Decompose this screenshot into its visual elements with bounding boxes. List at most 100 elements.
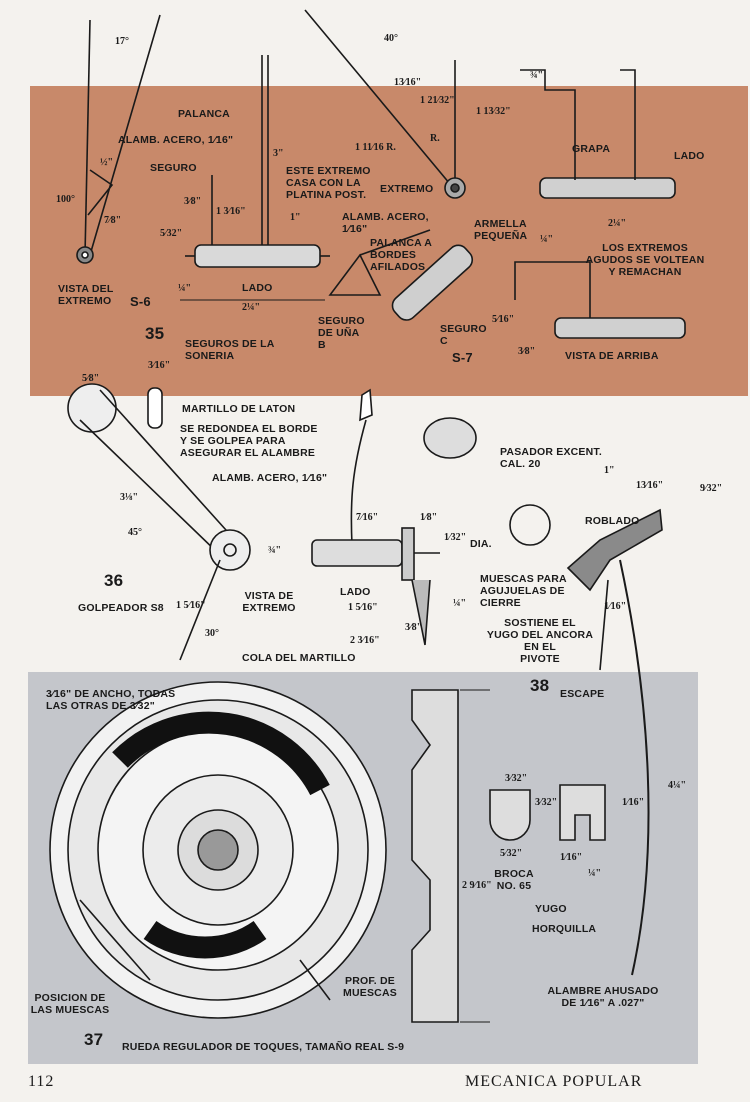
- fig36-muescas: MUESCAS PARA AGUJUELAS DE CIERRE: [480, 573, 567, 609]
- fig35-dim-1-3-16: 1 3⁄16": [216, 206, 246, 217]
- fig37-prof: PROF. DE MUESCAS: [343, 975, 397, 999]
- fig35-dim-half: ½": [100, 157, 114, 168]
- fig36-dim-5-8: 5⁄8": [82, 373, 100, 384]
- fig35-dim-40: 40°: [384, 33, 398, 44]
- fig35-dim-100: 100°: [56, 194, 75, 205]
- fig35-dim-3-4: ¾": [530, 70, 544, 81]
- s7-side-rod: [539, 177, 676, 199]
- fig36-lado: LADO: [340, 586, 371, 598]
- fig35-seguro-c: SEGURO C: [440, 323, 487, 347]
- fig35-dim-1-21-32: 1 21⁄32": [420, 95, 455, 106]
- fig36-dim-7-16: 7⁄16": [356, 512, 379, 523]
- fig38-dim-quarter: ¼": [588, 868, 602, 879]
- fig35-number: 35: [145, 324, 165, 343]
- fig35-seguro-una: SEGURO DE UÑA B: [318, 315, 365, 351]
- fig35-armella: ARMELLA PEQUEÑA: [474, 218, 528, 242]
- fig36-vista-extremo: VISTA DE EXTREMO: [242, 590, 296, 614]
- fig35-palanca-a: PALANCA A BORDES AFILADOS: [370, 237, 433, 273]
- fig38-alambre: ALAMBRE AHUSADO DE 1⁄16" A .027": [547, 985, 659, 1009]
- fig38-broca: BROCA NO. 65: [494, 868, 534, 892]
- fig36-number: 36: [104, 571, 124, 590]
- fig36-alamb: ALAMB. ACERO, 1⁄16": [212, 472, 328, 484]
- fig36-dim-1-32: 1⁄32": [444, 532, 467, 543]
- fig36-dim-1-5-16: 1 5⁄16": [176, 600, 206, 611]
- fig35-dim-13-16: 13⁄16": [394, 77, 422, 88]
- fig36-sostiene: SOSTIENE EL YUGO DEL ANCORA EN EL PIVOTE: [486, 617, 594, 665]
- fig36-dim-45: 45°: [128, 527, 142, 538]
- fig35-dim-5-16: 5⁄16": [492, 314, 515, 325]
- fig36-caption: GOLPEADOR S8: [78, 602, 164, 614]
- fig35-extremos-agudos: LOS EXTREMOS AGUDOS SE VOLTEAN Y REMACHA…: [585, 242, 705, 278]
- fig36-martillo: MARTILLO DE LATON: [182, 403, 296, 415]
- fig35-este-extremo: ESTE EXTREMO CASA CON LA PLATINA POST.: [286, 165, 371, 201]
- s6-side-rod: [194, 244, 321, 268]
- fig38-number: 38: [530, 676, 550, 695]
- s6-end-view-wire: [84, 19, 91, 256]
- hammer-head-circle: [67, 383, 117, 433]
- fig38-dim-5-32: 5⁄32": [500, 848, 523, 859]
- fig36-redondea: SE REDONDEA EL BORDE Y SE GOLPEA PARA AS…: [180, 423, 318, 459]
- fig37-posicion: POSICION DE LAS MUESCAS: [30, 992, 110, 1016]
- fig36-dim-1-8: 1⁄8": [420, 512, 438, 523]
- fig35-dim-5-32: 5⁄32": [160, 228, 183, 239]
- fig35-extremo: EXTREMO: [380, 183, 434, 195]
- fig35-grapa: GRAPA: [572, 143, 611, 155]
- fig38-dim-4-quarter: 4¼": [668, 780, 687, 791]
- fig35-alamb-acero: ALAMB. ACERO, 1⁄16": [118, 134, 234, 146]
- fig35-dim-3-8: 3⁄8": [184, 196, 202, 207]
- fig38-caption: ESCAPE: [560, 688, 605, 700]
- magazine-title: MECANICA POPULAR: [465, 1073, 643, 1090]
- fig35-lado2: LADO: [674, 150, 705, 162]
- fig35-dim-17: 17°: [115, 36, 129, 47]
- fig36-dim-3-4: ¾": [268, 545, 282, 556]
- fig36-dim-30: 30°: [205, 628, 219, 639]
- fig35-dim-1-11-16-r: 1 11⁄16 R.: [355, 142, 396, 153]
- fig38-dim-3-32b: 3⁄32": [535, 797, 558, 808]
- fig35-dim-7-8: 7⁄8": [104, 215, 122, 226]
- fig36-dim-9-32: 9⁄32": [700, 483, 723, 494]
- fig35-dim-r: R.: [430, 133, 440, 144]
- fig35-dim-1: 1": [290, 212, 301, 223]
- fig37-ancho: 3⁄16" DE ANCHO, TODAS LAS OTRAS DE 3⁄32": [46, 688, 176, 712]
- fig35-vista-arriba: VISTA DE ARRIBA: [565, 350, 659, 362]
- page-number: 112: [28, 1073, 55, 1090]
- fig36-dim-3-16: 3⁄16": [148, 360, 171, 371]
- fig37-number: 37: [84, 1030, 104, 1049]
- fig38-horquilla: HORQUILLA: [532, 923, 597, 935]
- fig36-dim-1: 1": [604, 465, 615, 476]
- fig35-seguro: SEGURO: [150, 162, 197, 174]
- fig36-dim-1-5-16b: 1 5⁄16": [348, 602, 378, 613]
- fig35-palanca: PALANCA: [178, 108, 230, 120]
- fig35-dim-quarter: ¼": [178, 283, 192, 294]
- fig35-dim-3-8b: 3⁄8": [518, 346, 536, 357]
- fig35-caption: SEGUROS DE LA SONERIA: [185, 338, 275, 362]
- fig36-cola: COLA DEL MARTILLO: [242, 652, 356, 664]
- fig35-dim-2-quarter2: 2¼": [608, 218, 627, 229]
- fig35-alamb-acero2: ALAMB. ACERO, 1⁄16": [342, 211, 429, 235]
- fig37-dim-2-9-16: 2 9⁄16": [462, 880, 492, 891]
- fig36-roblado: ROBLADO: [585, 515, 640, 527]
- fig35-dim-1-13-32: 1 13⁄32": [476, 106, 511, 117]
- fig35-dim-3: 3": [273, 148, 284, 159]
- fig36-pasador: PASADOR EXCENT. CAL. 20: [500, 446, 602, 470]
- fig35-lado: LADO: [242, 282, 273, 294]
- fig35-s6-id: S-6: [130, 294, 151, 309]
- fig38-dim-3-32: 3⁄32": [505, 773, 528, 784]
- fig38-yugo: YUGO: [535, 903, 567, 915]
- fig38-dim-1-16b: 1⁄16": [560, 852, 583, 863]
- fig36-dim-2-3-16: 2 3⁄16": [350, 635, 380, 646]
- fig35-vista-extremo: VISTA DEL EXTREMO: [58, 283, 114, 307]
- fig38-dim-1-16: 1⁄16": [622, 797, 645, 808]
- fig37-caption: RUEDA REGULADOR DE TOQUES, TAMAÑO REAL S…: [122, 1041, 405, 1053]
- fig35-dim-quarter2: ¼": [540, 234, 554, 245]
- fig36-dim-1-16: 1⁄16": [604, 601, 627, 612]
- fig36-dim-quarter: ¼": [453, 598, 467, 609]
- figure-35-panel: [30, 86, 748, 396]
- fig36-dim-3-8: 3⁄8": [405, 622, 423, 633]
- fig35-s7-id: S-7: [452, 350, 473, 365]
- fig36-dim-3-1-8: 3⅛": [120, 492, 139, 503]
- fig36-dia: DIA.: [470, 538, 492, 550]
- fig35-dim-2-quarter: 2¼": [242, 302, 261, 313]
- fig36-dim-13-16: 13⁄16": [636, 480, 664, 491]
